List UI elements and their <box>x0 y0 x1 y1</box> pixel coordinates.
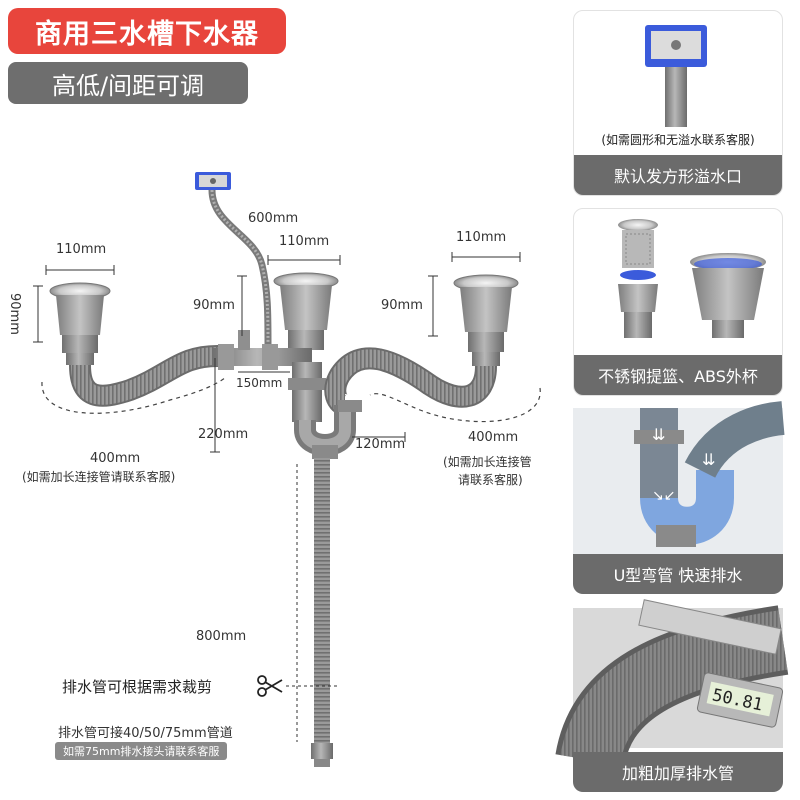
product-subtitle: 高低/间距可调 <box>8 62 248 104</box>
dim-trap-width: 120mm <box>355 437 406 452</box>
product-title: 商用三水槽下水器 <box>8 8 286 54</box>
dim-center-height: 90mm <box>193 298 235 313</box>
sink-basket-right <box>453 274 519 366</box>
note-right-hose-line2: 请联系客服) <box>458 473 523 487</box>
panel1-art <box>645 25 707 127</box>
drain-hose <box>311 458 333 767</box>
dim-right-basket-width: 110mm <box>456 230 507 245</box>
feature-panel-hose: 加粗加厚排水管 <box>573 606 783 792</box>
dimension-lines <box>33 252 521 742</box>
scissors-icon <box>257 675 283 697</box>
dim-center-basket-width: 110mm <box>279 234 330 249</box>
panel-trap-caption: U型弯管 快速排水 <box>573 554 783 594</box>
dim-left-basket-height: 90mm <box>7 293 22 335</box>
panel-overflow-note: (如需圆形和无溢水联系客服) <box>601 133 755 147</box>
svg-text:↘↙: ↘↙ <box>652 488 675 504</box>
contact-note: 如需75mm排水接头请联系客服 <box>55 742 228 760</box>
dim-left-hose: 400mm <box>90 451 141 466</box>
note-right-hose-line1: (如需加长连接管 <box>443 455 532 469</box>
panel3-art: ⇊ ⇊ ↘↙ <box>573 401 785 564</box>
panel-overflow-caption: 默认发方形溢水口 <box>574 155 782 195</box>
panel-hose-caption: 加粗加厚排水管 <box>573 752 783 792</box>
dim-right-height: 90mm <box>381 298 423 313</box>
svg-text:⇊: ⇊ <box>652 425 665 444</box>
panel4-art: 50.81 <box>555 599 789 768</box>
feature-panel-trap: U型弯管 快速排水 <box>573 408 783 594</box>
dim-drain-length: 800mm <box>196 629 247 644</box>
feature-panel-basket: 不锈钢提篮、ABS外杯 <box>573 208 783 396</box>
panel2-art <box>618 219 766 338</box>
dim-drop-height: 220mm <box>198 427 249 442</box>
svg-text:⇊: ⇊ <box>702 450 715 469</box>
feature-panel-overflow: (如需圆形和无溢水联系客服) 默认发方形溢水口 <box>573 10 783 196</box>
tee-assembly <box>212 330 326 422</box>
dim-left-basket-width: 110mm <box>56 242 107 257</box>
overflow-inlet <box>195 172 272 346</box>
dim-tee-width: 150mm <box>236 376 283 390</box>
dim-right-hose: 400mm <box>468 430 519 445</box>
note-left-hose: (如需加长连接管请联系客服) <box>22 470 176 484</box>
cut-note: 排水管可根据需求裁剪 <box>62 678 213 696</box>
dim-overflow-pipe: 600mm <box>248 211 299 226</box>
panel-basket-caption: 不锈钢提篮、ABS外杯 <box>574 355 782 395</box>
sink-basket-left <box>49 282 111 365</box>
sink-basket-center <box>273 272 339 350</box>
connect-note: 排水管可接40/50/75mm管道 <box>58 726 233 741</box>
u-trap <box>294 400 362 459</box>
